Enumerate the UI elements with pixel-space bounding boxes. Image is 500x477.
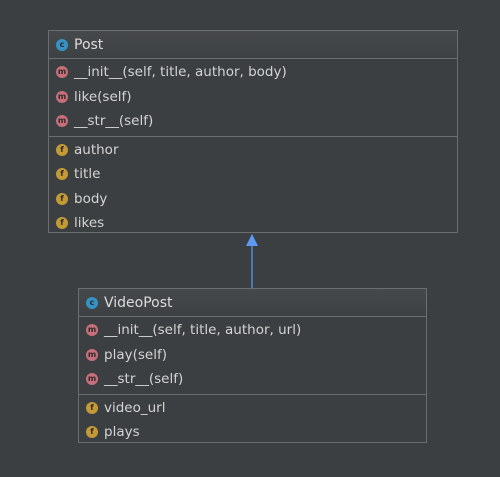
- class-post-methods: m __init__(self, title, author, body) m …: [49, 59, 457, 137]
- method-icon: m: [86, 373, 98, 386]
- class-post[interactable]: c Post m __init__(self, title, author, b…: [48, 30, 458, 233]
- method-label: __init__(self, title, author, body): [74, 64, 287, 81]
- class-videopost-fields: f video_url f plays: [79, 395, 426, 447]
- class-post-name: Post: [74, 36, 104, 53]
- method-icon: m: [56, 115, 68, 128]
- field-icon: f: [56, 143, 68, 156]
- class-videopost[interactable]: c VideoPost m __init__(self, title, auth…: [78, 288, 427, 443]
- field-row[interactable]: f plays: [79, 420, 426, 445]
- field-row[interactable]: f body: [49, 187, 457, 212]
- method-label: __str__(self): [104, 371, 184, 388]
- class-videopost-name: VideoPost: [104, 294, 173, 311]
- field-row[interactable]: f title: [49, 162, 457, 187]
- field-label: body: [74, 190, 108, 207]
- method-label: like(self): [74, 88, 132, 105]
- method-row[interactable]: m __init__(self, title, author, body): [49, 60, 457, 85]
- class-videopost-header[interactable]: c VideoPost: [79, 289, 426, 317]
- field-row[interactable]: f author: [49, 138, 457, 163]
- field-label: plays: [104, 424, 140, 441]
- method-row[interactable]: m play(self): [79, 343, 426, 368]
- field-label: title: [74, 166, 101, 183]
- method-icon: m: [86, 348, 98, 361]
- field-icon: f: [86, 426, 98, 439]
- field-row[interactable]: f video_url: [79, 396, 426, 421]
- method-label: play(self): [104, 346, 167, 363]
- field-row[interactable]: f likes: [49, 211, 457, 236]
- method-row[interactable]: m __init__(self, title, author, url): [79, 318, 426, 343]
- field-label: author: [74, 141, 119, 158]
- method-label: __init__(self, title, author, url): [104, 322, 302, 339]
- method-row[interactable]: m __str__(self): [49, 109, 457, 134]
- field-icon: f: [86, 401, 98, 414]
- field-label: video_url: [104, 399, 166, 416]
- class-icon: c: [86, 296, 98, 309]
- field-icon: f: [56, 168, 68, 181]
- field-icon: f: [56, 192, 68, 205]
- method-row[interactable]: m __str__(self): [79, 367, 426, 392]
- method-icon: m: [86, 324, 98, 337]
- method-icon: m: [56, 66, 68, 79]
- field-label: likes: [74, 215, 105, 232]
- class-videopost-methods: m __init__(self, title, author, url) m p…: [79, 317, 426, 395]
- method-row[interactable]: m like(self): [49, 85, 457, 110]
- method-label: __str__(self): [74, 113, 154, 130]
- class-post-header[interactable]: c Post: [49, 31, 457, 59]
- class-icon: c: [56, 38, 68, 51]
- field-icon: f: [56, 217, 68, 230]
- method-icon: m: [56, 90, 68, 103]
- class-post-fields: f author f title f body f likes: [49, 137, 457, 238]
